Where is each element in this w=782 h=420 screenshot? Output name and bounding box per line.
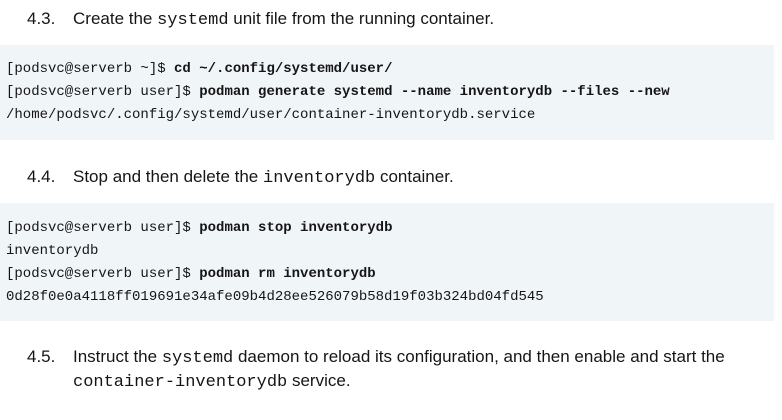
shell-prompt: [podsvc@serverb user]$ (6, 84, 200, 100)
code-line: /home/podsvc/.config/systemd/user/contai… (6, 105, 535, 125)
code-line: 0d28f0e0a4118ff019691e34afe09b4d28ee5260… (6, 287, 544, 307)
inline-code: inventorydb (263, 169, 376, 188)
step-number: 4.5. (27, 347, 56, 366)
code-line: [podsvc@serverb user]$ podman stop inven… (6, 218, 392, 238)
inline-code: container-inventorydb (73, 373, 288, 392)
shell-command: podman rm inventorydb (199, 266, 376, 282)
step-text-after: container. (375, 167, 454, 186)
code-line: [podsvc@serverb user]$ podman rm invento… (6, 264, 376, 284)
code-line: [podsvc@serverb ~]$ cd ~/.config/systemd… (6, 59, 392, 79)
inline-code: systemd (161, 349, 234, 368)
shell-output: /home/podsvc/.config/systemd/user/contai… (6, 107, 536, 123)
step-text: Create the systemd unit file from the ru… (73, 7, 778, 33)
step-text-after: daemon to reload its configuration, and … (233, 347, 725, 366)
shell-output: 0d28f0e0a4118ff019691e34afe09b4d28ee5260… (6, 289, 544, 305)
shell-command: podman stop inventorydb (199, 220, 393, 236)
shell-prompt: [podsvc@serverb user]$ (6, 220, 200, 236)
shell-output: inventorydb (6, 243, 99, 259)
step-text-before: Stop and then delete the (73, 167, 263, 186)
step-text: Stop and then delete the inventorydb con… (73, 165, 778, 191)
inline-code: systemd (157, 11, 229, 30)
step-number: 4.4. (27, 167, 56, 186)
step-text-after: service. (287, 371, 351, 390)
code-block-1: [podsvc@serverb ~]$ cd ~/.config/systemd… (0, 45, 774, 140)
step-text-line2: container-inventorydb service. (73, 369, 778, 395)
shell-prompt: [podsvc@serverb ~]$ (6, 61, 175, 77)
step-text-before: Instruct the (73, 347, 162, 366)
code-line: [podsvc@serverb user]$ podman generate s… (6, 82, 670, 102)
step-number: 4.3. (27, 9, 56, 28)
step-text-before: Create the (73, 9, 158, 28)
shell-command: cd ~/.config/systemd/user/ (174, 61, 393, 77)
code-block-2: [podsvc@serverb user]$ podman stop inven… (0, 203, 774, 321)
shell-command: podman generate systemd --name inventory… (199, 84, 670, 100)
code-line: inventorydb (6, 241, 98, 261)
step-text: Instruct the systemd daemon to reload it… (73, 345, 778, 371)
shell-prompt: [podsvc@serverb user]$ (6, 266, 200, 282)
step-text-after: unit file from the running container. (228, 9, 495, 28)
